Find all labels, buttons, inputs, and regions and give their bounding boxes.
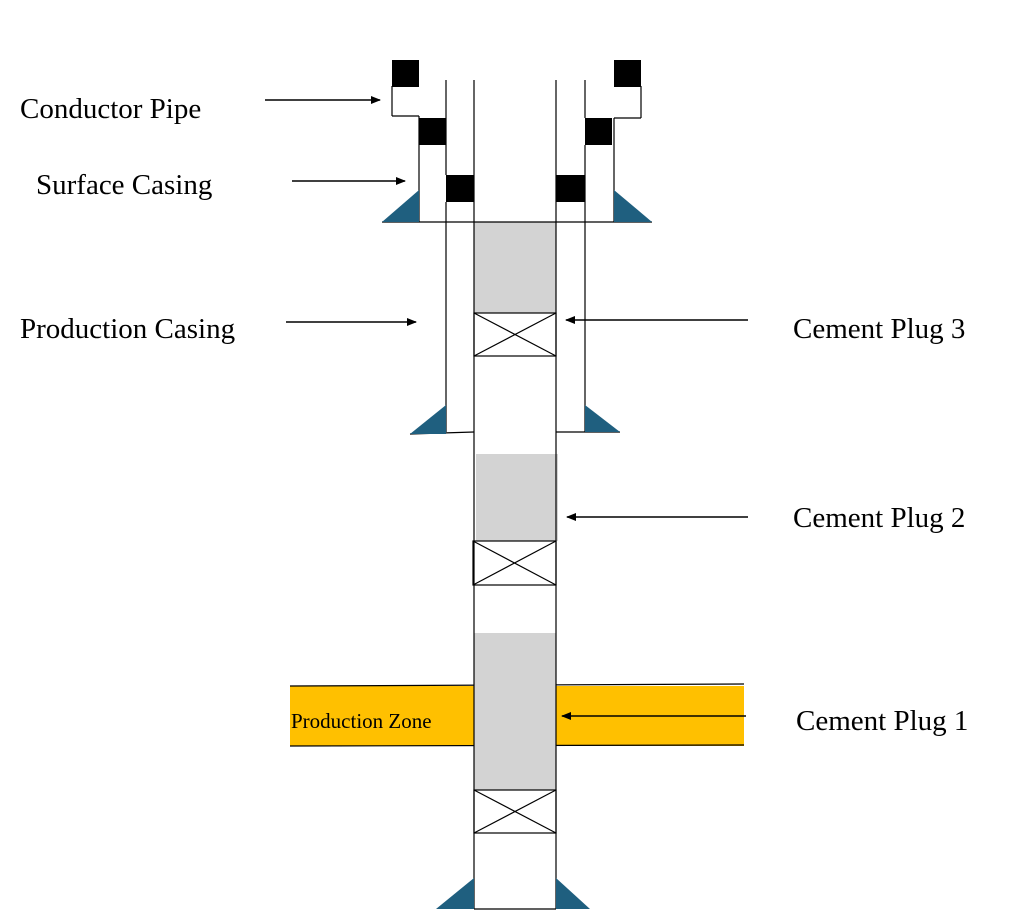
bridge-plug-2 xyxy=(472,540,557,586)
surface-casing-walls xyxy=(382,80,652,223)
shoe-production-right xyxy=(585,405,620,432)
shoe-wellbore-left xyxy=(436,878,474,909)
coupling-production-left xyxy=(446,175,474,202)
label-production-zone: Production Zone xyxy=(291,709,432,733)
conductor-pipe-walls xyxy=(391,86,642,119)
cement-fill-3 xyxy=(474,222,556,313)
bridge-plug-3 xyxy=(473,312,557,357)
shoe-surface-right xyxy=(614,190,652,222)
coupling-surface-right xyxy=(585,118,612,145)
coupling-conductor-right xyxy=(614,60,641,87)
bridge-plug-1 xyxy=(473,789,557,834)
coupling-surface-left xyxy=(419,118,446,145)
coupling-conductor-left xyxy=(392,60,419,87)
casing-couplings xyxy=(392,60,641,202)
wellbore-walls xyxy=(473,80,557,910)
label-cement-plug-2: Cement Plug 2 xyxy=(793,502,965,534)
casing-shoes xyxy=(382,190,652,909)
shoe-wellbore-right xyxy=(556,878,590,909)
label-cement-plug-1: Cement Plug 1 xyxy=(796,705,968,737)
label-cement-plug-3: Cement Plug 3 xyxy=(793,313,965,345)
cement-fill-1 xyxy=(474,633,556,790)
label-conductor-pipe: Conductor Pipe xyxy=(20,93,201,125)
coupling-production-right xyxy=(556,175,585,202)
shoe-production-left xyxy=(410,405,446,434)
shoe-surface-left xyxy=(382,190,419,222)
label-surface-casing: Surface Casing xyxy=(36,169,212,201)
cement-fill-2 xyxy=(476,454,558,541)
label-production-casing: Production Casing xyxy=(20,313,235,345)
